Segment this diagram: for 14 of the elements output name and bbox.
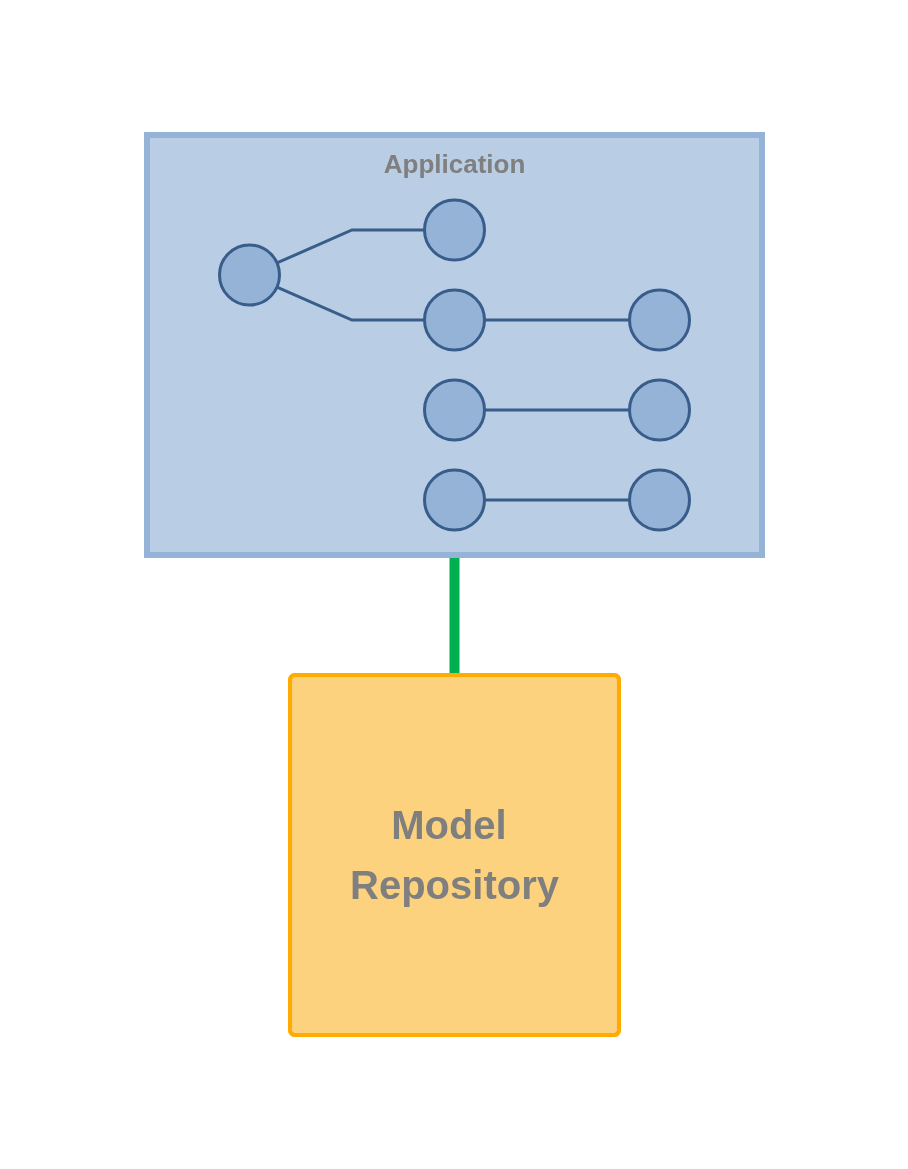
- node-circle: [627, 468, 691, 531]
- node-circle: [627, 378, 691, 441]
- node-circle: [217, 243, 281, 306]
- connector: [484, 498, 629, 501]
- node-circle: [422, 378, 486, 441]
- connector: [484, 408, 629, 411]
- connector: [275, 285, 424, 321]
- cluster: Application: [143, 131, 765, 558]
- node-circle: [422, 288, 486, 351]
- node-circle: [422, 468, 486, 531]
- node-circle: [422, 198, 486, 261]
- node-circle: [627, 288, 691, 351]
- connector: [484, 318, 629, 321]
- connector: [275, 228, 424, 264]
